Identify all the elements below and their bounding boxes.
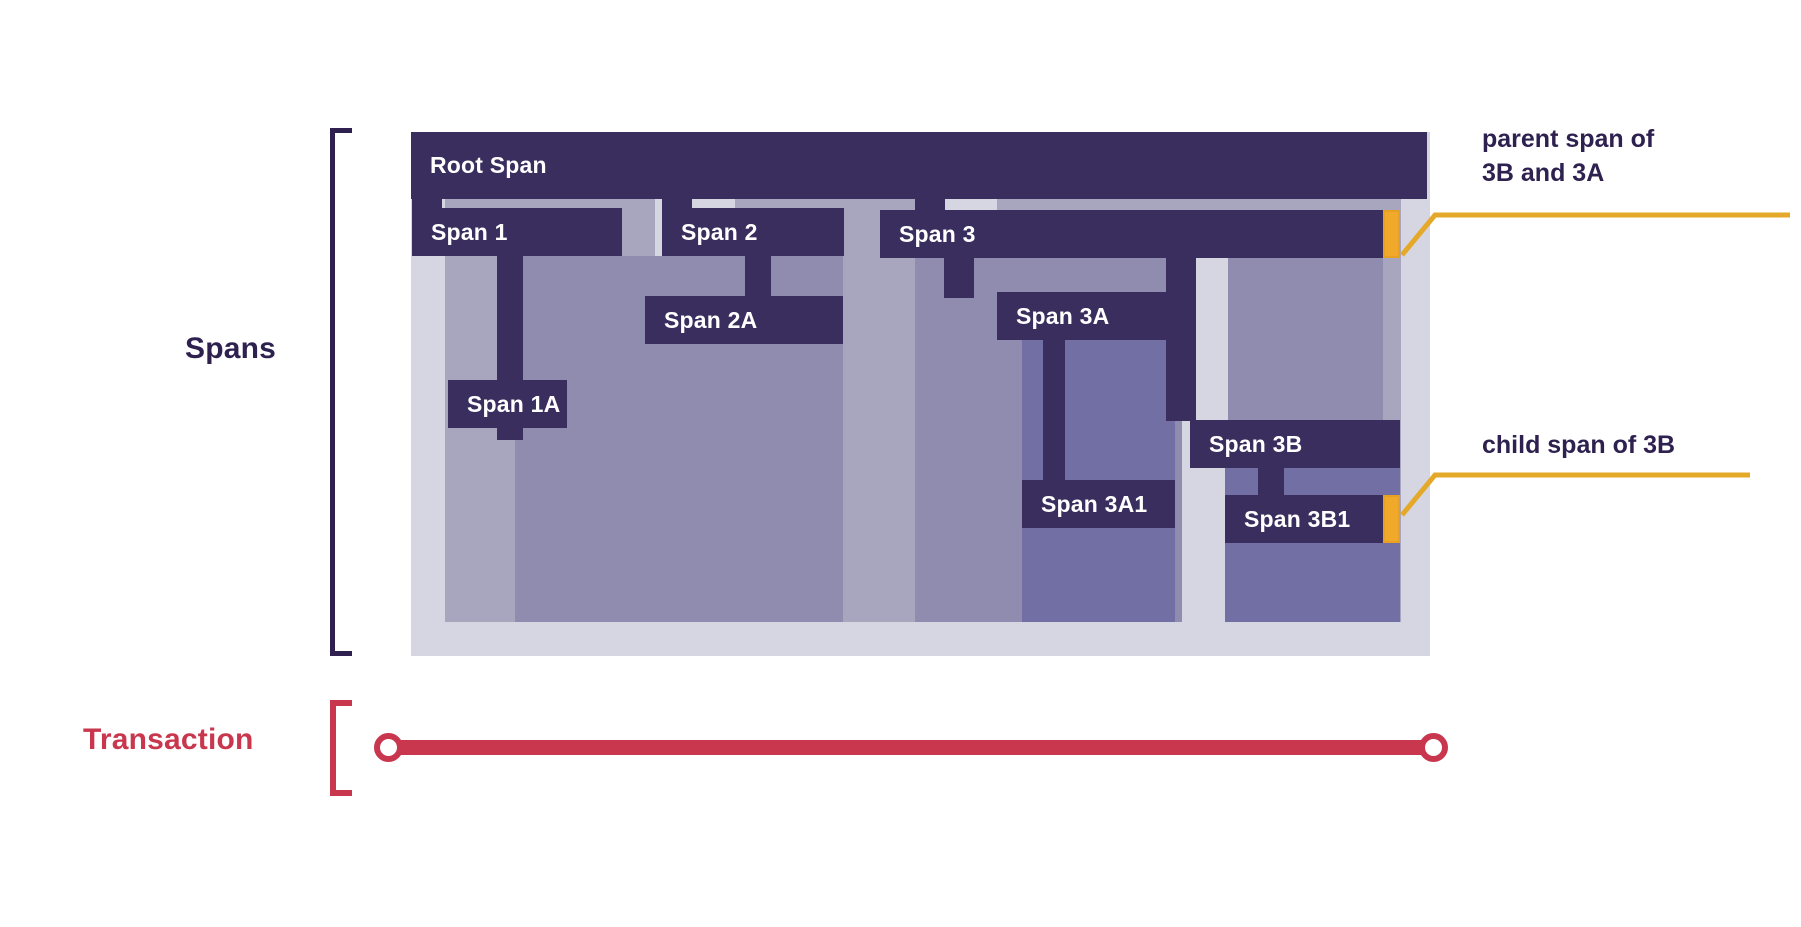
annotation-parent-span: parent span of 3B and 3A [1482, 125, 1655, 187]
transaction-section-label: Transaction [83, 723, 254, 756]
span-label-2: Span 2 [681, 218, 758, 245]
spans-section-label: Spans [185, 332, 277, 365]
span-label-3a1: Span 3A1 [1041, 490, 1148, 517]
connector-span3-to-span3a [944, 258, 974, 298]
connector-span3a-to-span3a1 [1043, 340, 1065, 495]
span-bar-2[interactable]: Span 2 [662, 208, 844, 256]
span-bar-3b[interactable]: Span 3B [1190, 420, 1400, 468]
spans-panel: Root Span Span 1 Span 1A Span 2 Span 2A [411, 132, 1430, 656]
span-label-3b1: Span 3B1 [1244, 505, 1351, 532]
highlight-marker-parent-span [1383, 210, 1400, 258]
transaction-bar [388, 740, 1433, 755]
highlight-marker-child-span [1383, 495, 1400, 543]
transaction-start-dot [374, 733, 403, 762]
span-bar-3[interactable]: Span 3 [880, 210, 1383, 258]
span-bar-3b1[interactable]: Span 3B1 [1225, 495, 1383, 543]
span-bar-1a[interactable]: Span 1A [448, 380, 567, 428]
annotation-child-span: child span of 3B [1482, 431, 1676, 459]
span-label-3a: Span 3A [1016, 302, 1110, 329]
span-bar-2a[interactable]: Span 2A [645, 296, 843, 344]
span-lane-3b1 [1225, 468, 1400, 622]
transaction-bracket [330, 700, 352, 796]
span-label-1a: Span 1A [467, 390, 561, 417]
connector-span3-to-span3b [1166, 258, 1196, 421]
span-lane-1a [515, 256, 649, 622]
transaction-end-dot [1419, 733, 1448, 762]
span-bar-3a1[interactable]: Span 3A1 [1022, 480, 1175, 528]
span-bar-3a[interactable]: Span 3A [997, 292, 1192, 340]
span-label-3b: Span 3B [1209, 430, 1303, 457]
span-label-1: Span 1 [431, 218, 508, 245]
span-label-3: Span 3 [899, 220, 976, 247]
leader-line-parent-span [1400, 212, 1790, 257]
span-label-root: Root Span [430, 152, 547, 178]
span-bar-1[interactable]: Span 1 [412, 208, 622, 256]
span-label-2a: Span 2A [664, 306, 758, 333]
spans-bracket [330, 128, 352, 656]
span-bar-root[interactable]: Root Span [411, 132, 1427, 199]
leader-line-child-span [1400, 472, 1750, 517]
